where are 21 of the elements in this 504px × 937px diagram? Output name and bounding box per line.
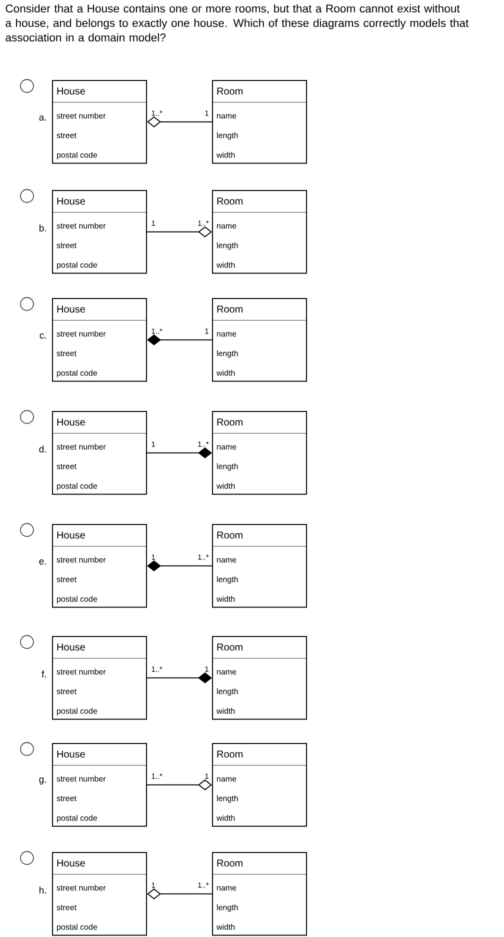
class-box: Room name length width <box>212 298 307 382</box>
class-box: Room name length width <box>212 411 307 495</box>
class-box: House street number street postal code <box>52 80 147 164</box>
class-box: Room name length width <box>212 190 307 274</box>
class-box: House street number street postal code <box>52 190 147 274</box>
class-box: Room name length width <box>212 636 307 720</box>
question-text: Consider that a House contains one or more rooms, but that a Room cannot exist without a house, and belongs to exactly one house. Which of these diagrams correctly models that association in a domain model? <box>6 4 469 42</box>
class-box: Room name length width <box>212 852 307 936</box>
class-box: House street number street postal code <box>52 852 147 936</box>
association-line <box>146 447 212 458</box>
association-line <box>146 779 212 790</box>
class-box: House street number street postal code <box>52 524 147 608</box>
class-box: House street number street postal code <box>52 743 147 827</box>
association-line <box>146 226 212 238</box>
class-box: House street number street postal code <box>52 636 147 720</box>
class-box: Room name length width <box>212 743 307 827</box>
class-box: Room name length width <box>212 524 307 608</box>
class-box: Room name length width <box>212 80 307 164</box>
association-line <box>146 672 212 684</box>
class-box: House street number street postal code <box>52 411 147 495</box>
class-box: House street number street postal code <box>52 298 147 382</box>
